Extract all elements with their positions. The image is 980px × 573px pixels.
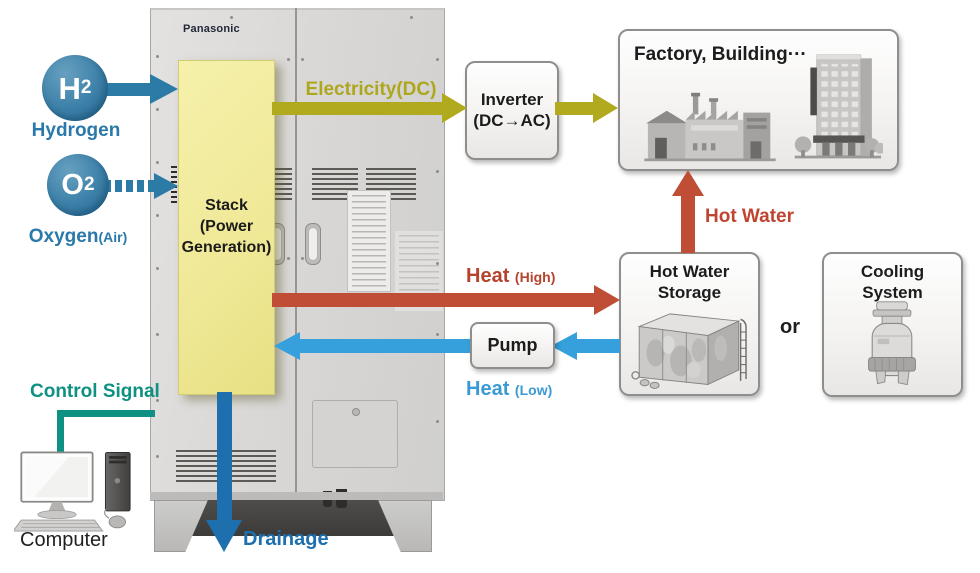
door-handle — [305, 223, 321, 265]
computer-label: Computer — [20, 529, 108, 551]
heat-low-arrow-right-head — [551, 332, 577, 360]
control-signal-label: Control Signal — [30, 381, 160, 402]
electricity-arrow-head — [442, 93, 467, 123]
cabinet-base-edge — [150, 492, 443, 500]
stack-label-line1: Stack — [205, 197, 248, 215]
cooling-title-line2: System — [862, 282, 923, 302]
factory-building-box: Factory, Building··· — [618, 29, 899, 171]
panel-screw — [352, 408, 360, 416]
storage-title-line2: Storage — [657, 282, 722, 302]
stack-label-line2: (Power — [199, 218, 254, 236]
inverter-line2: (DC→AC) — [473, 110, 551, 130]
inverter-to-factory-arrow — [555, 102, 593, 115]
office-building-icon — [791, 51, 883, 163]
factory-building-title: Factory, Building··· — [634, 44, 807, 65]
control-signal-line-vertical — [57, 410, 64, 457]
pump-label: Pump — [487, 334, 538, 355]
hydrogen-arrow — [102, 83, 150, 96]
hot-water-arrow-head — [672, 170, 704, 196]
oxygen-arrow-head — [154, 173, 178, 199]
cooling-tower-icon — [860, 300, 924, 390]
heat-high-label: Heat (High) — [466, 265, 556, 287]
hot-water-storage-box: Hot Water Storage — [619, 252, 760, 396]
cabinet-door-seam — [295, 8, 297, 498]
heat-high-arrow — [272, 293, 594, 307]
stack-power-generation: Stack (Power Generation) — [178, 60, 275, 395]
drainage-arrow — [217, 392, 232, 522]
inverter-to-factory-arrow-head — [593, 93, 618, 123]
hydrogen-label: Hydrogen — [31, 120, 121, 141]
oxygen-label: Oxygen(Air) — [28, 226, 128, 247]
pump-box: Pump — [470, 322, 555, 369]
water-tank-icon — [629, 303, 749, 389]
heat-low-arrow-right — [576, 339, 620, 353]
oxygen-arrow — [104, 180, 154, 192]
heat-low-label: Heat (Low) — [466, 378, 553, 400]
control-signal-line — [57, 410, 155, 417]
spec-label — [347, 190, 391, 292]
storage-title-line1: Hot Water — [649, 262, 730, 281]
heat-low-arrow-left — [300, 339, 470, 353]
factory-icon — [640, 91, 780, 163]
cooling-system-box: Cooling System — [822, 252, 963, 397]
hydrogen-arrow-head — [150, 74, 178, 104]
or-label: or — [780, 316, 800, 338]
stack-label-line3: Generation) — [181, 238, 272, 256]
electricity-label: Electricity(DC) — [305, 79, 437, 100]
oxygen-formula: O — [61, 168, 84, 201]
hydrogen-formula: H — [58, 70, 81, 106]
vent-grille — [275, 168, 292, 200]
inverter-line1: Inverter — [480, 89, 544, 109]
hot-water-label: Hot Water — [705, 206, 795, 227]
drainage-arrow-head — [206, 520, 242, 552]
cooling-title-line1: Cooling — [860, 262, 925, 281]
heat-low-arrow-left-head — [274, 332, 300, 360]
inverter-box: Inverter (DC→AC) — [465, 61, 559, 160]
hot-water-arrow — [681, 195, 695, 253]
drainage-label: Drainage — [243, 528, 329, 550]
computer-icon — [14, 450, 142, 538]
panasonic-logo: Panasonic — [183, 23, 240, 35]
heat-high-arrow-head — [594, 285, 620, 315]
electricity-arrow — [272, 102, 442, 115]
